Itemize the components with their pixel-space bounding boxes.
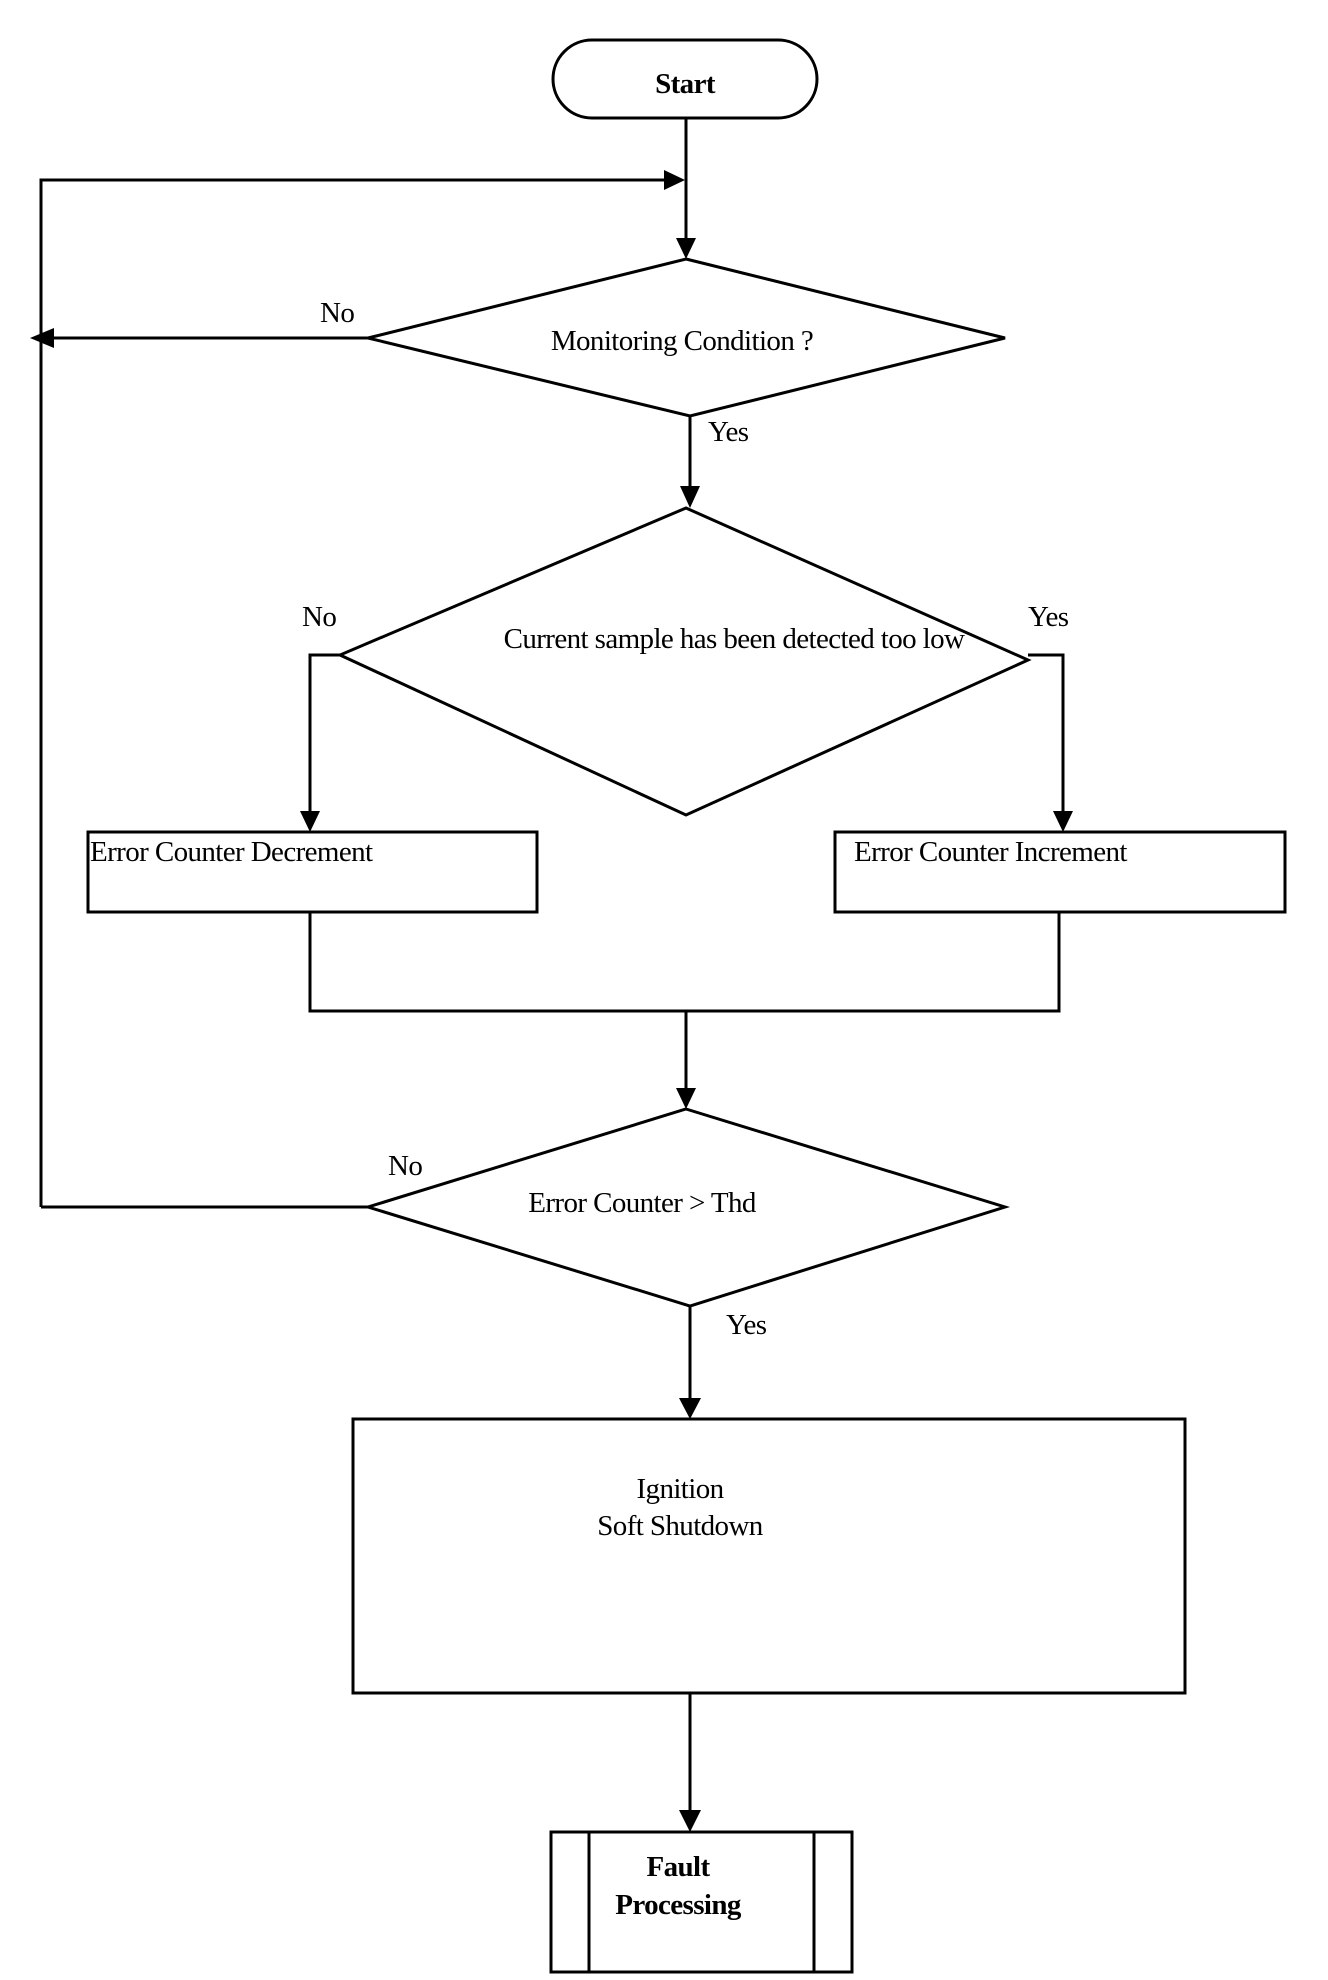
edge-sample-no xyxy=(308,653,340,812)
monitoring-no-label: No xyxy=(320,297,354,329)
monitoring-yes-label: Yes xyxy=(708,416,749,448)
ignition-soft-shutdown-box xyxy=(351,1417,1187,1695)
arrowhead-into-fault xyxy=(679,1810,701,1832)
arrowhead-monitoring-no xyxy=(30,328,54,348)
threshold-no-label: No xyxy=(388,1150,422,1182)
fault-processing-predefined-process xyxy=(549,1830,854,1974)
arrowhead-into-ignition xyxy=(679,1398,701,1419)
arrowhead-loop-return xyxy=(664,170,685,190)
error-counter-decrement-box xyxy=(86,830,539,914)
start-terminator xyxy=(551,38,819,120)
monitoring-condition-decision xyxy=(367,257,1006,418)
ignition-label: Ignition xyxy=(636,1473,724,1505)
soft-shutdown-label: Soft Shutdown xyxy=(597,1510,764,1542)
arrowhead-into-sample-check xyxy=(680,486,700,508)
edge-sample-yes xyxy=(1028,653,1065,812)
edge-merge xyxy=(308,912,1061,1013)
error-counter-threshold-decision xyxy=(362,1107,1011,1308)
processing-label: Processing xyxy=(615,1889,742,1921)
start-label: Start xyxy=(655,68,716,100)
error-counter-increment-label: Error Counter Increment xyxy=(854,836,1127,868)
current-sample-label: Current sample has been detected too low xyxy=(504,623,965,655)
threshold-yes-label: Yes xyxy=(726,1309,767,1341)
error-counter-threshold-label: Error Counter > Thd xyxy=(528,1187,757,1219)
current-sample-decision xyxy=(336,506,1032,817)
error-counter-increment-box xyxy=(833,830,1287,914)
arrowhead-into-decrement xyxy=(300,811,320,832)
arrowhead-into-threshold xyxy=(676,1088,696,1109)
arrowhead-into-increment xyxy=(1053,811,1073,832)
sample-yes-label: Yes xyxy=(1028,601,1069,633)
error-counter-decrement-label: Error Counter Decrement xyxy=(90,836,373,868)
fault-label: Fault xyxy=(646,1851,710,1883)
arrowhead-into-monitoring xyxy=(676,238,696,259)
monitoring-condition-label: Monitoring Condition ? xyxy=(551,325,813,357)
edge-loop-return xyxy=(39,178,670,1207)
sample-no-label: No xyxy=(302,601,336,633)
